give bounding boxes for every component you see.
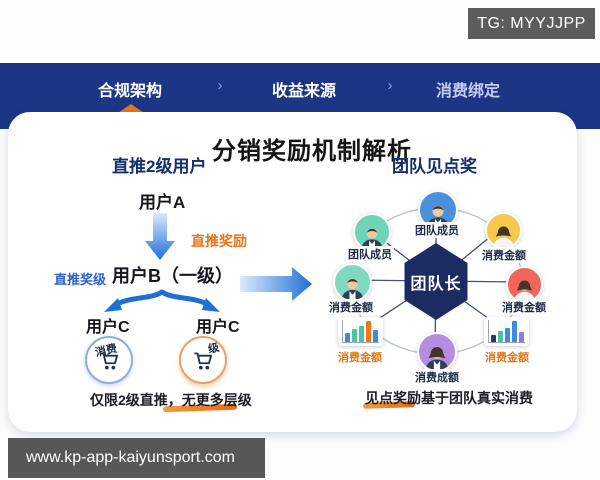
page-title: 分销奖励机制解析 <box>212 138 412 165</box>
user-c-left-label: 用户C <box>86 319 130 336</box>
right-section-heading: 团队见点奖 <box>392 157 477 176</box>
person-icon <box>425 347 449 370</box>
node-label-team-member-left: 团队成员 <box>346 246 394 262</box>
nav-tab-consumption[interactable]: 消费绑定 <box>435 83 501 100</box>
team-leader-label: 团队长 <box>410 275 462 293</box>
right-caption-part2: 基于团队真实消费 <box>421 390 533 406</box>
left-caption-part1: 仅限2级直推， <box>90 392 182 408</box>
node-label-consume-right: 消费金额 <box>500 299 548 315</box>
cart-icon <box>194 352 213 370</box>
bar-chart-icon <box>484 317 529 346</box>
nav-tab-revenue[interactable]: 收益来源 <box>271 83 337 100</box>
user-b-label: 用户B（一级） <box>112 266 233 286</box>
direct-level-label: 直推奖级 <box>54 272 107 287</box>
user-c-right-label: 用户C <box>196 319 240 336</box>
left-section-heading: 直推2级用户 <box>112 157 207 176</box>
left-caption-part2: 无更多层级 <box>181 392 252 408</box>
site-url-watermark: www.kp-app-kaiyunsport.com <box>8 438 265 478</box>
direct-reward-label: 直推奖励 <box>191 233 247 249</box>
user-a-label: 用户A <box>139 193 186 212</box>
node-label-consume-chart-left: 消费金额 <box>336 349 384 365</box>
right-caption: 见点奖励基于团队真实消费 <box>365 388 533 408</box>
left-caption: 仅限2级直推，无更多层级 <box>90 390 252 410</box>
cart-icon <box>100 352 119 370</box>
nav-tab-compliance[interactable]: 合规架构 <box>97 83 163 100</box>
person-icon <box>514 280 535 301</box>
avatar-consumer-top-right <box>485 212 522 249</box>
bar-chart-icon <box>338 317 383 346</box>
node-label-consume-top-right: 消费金额 <box>480 247 528 263</box>
node-label-consume-bottom: 消费成额 <box>413 369 461 385</box>
person-icon <box>493 226 514 247</box>
tg-contact-badge: TG: MYYJJPP <box>468 8 595 39</box>
avatar-consumer-left <box>333 263 372 302</box>
person-icon <box>341 278 364 300</box>
avatar-consumer-bottom <box>417 332 457 372</box>
chevron-right-icon: › <box>387 77 393 94</box>
right-caption-part1: 见点奖励 <box>365 390 421 406</box>
node-label-team-member-top: 团队成员 <box>413 222 461 238</box>
chevron-right-icon: › <box>217 77 223 94</box>
cart-text: 级 <box>207 341 221 356</box>
node-label-consume-chart-right: 消费金额 <box>483 349 531 365</box>
consume-cart-badge-left: 消费 <box>85 336 133 384</box>
node-label-consume-left: 消费金额 <box>327 299 375 315</box>
consume-cart-badge-right: 级 <box>179 336 227 384</box>
avatar-consumer-right <box>506 266 543 303</box>
